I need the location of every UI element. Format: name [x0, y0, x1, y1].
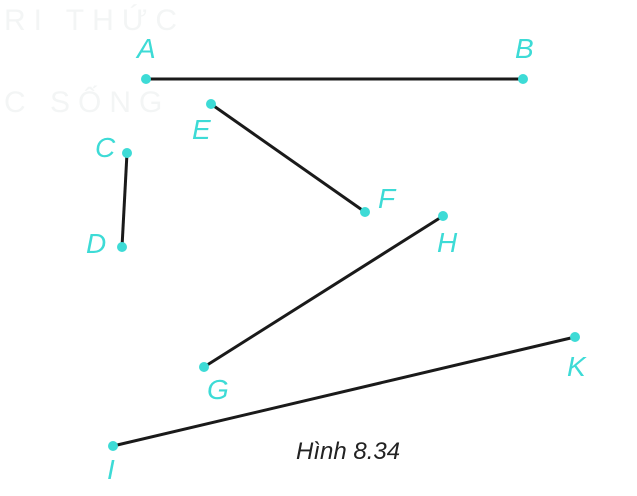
label-b: B [515, 33, 534, 64]
watermark-line-2: C SỐNG [4, 85, 170, 119]
point-e [206, 99, 216, 109]
label-a: A [135, 33, 156, 64]
segment-cd [120, 152, 129, 248]
label-g: G [207, 374, 229, 405]
segment-ef [210, 102, 366, 214]
point-d [117, 242, 127, 252]
point-b [518, 74, 528, 84]
point-g [199, 362, 209, 372]
point-k [570, 332, 580, 342]
watermark-line-1: RI THỨC [4, 4, 185, 37]
label-f: F [378, 183, 397, 214]
label-k: K [567, 351, 587, 382]
segment-ik [112, 335, 576, 448]
point-c [122, 148, 132, 158]
watermark: RI THỨC C SỐNG [4, 4, 185, 119]
label-d: D [86, 228, 106, 259]
label-i: I [107, 454, 115, 485]
label-c: C [95, 132, 116, 163]
point-i [108, 441, 118, 451]
segment-gh [203, 214, 444, 369]
figure-caption: Hình 8.34 [296, 438, 400, 465]
point-f [360, 207, 370, 217]
point-h [438, 211, 448, 221]
point-a [141, 74, 151, 84]
label-h: H [437, 227, 458, 258]
label-e: E [192, 114, 211, 145]
